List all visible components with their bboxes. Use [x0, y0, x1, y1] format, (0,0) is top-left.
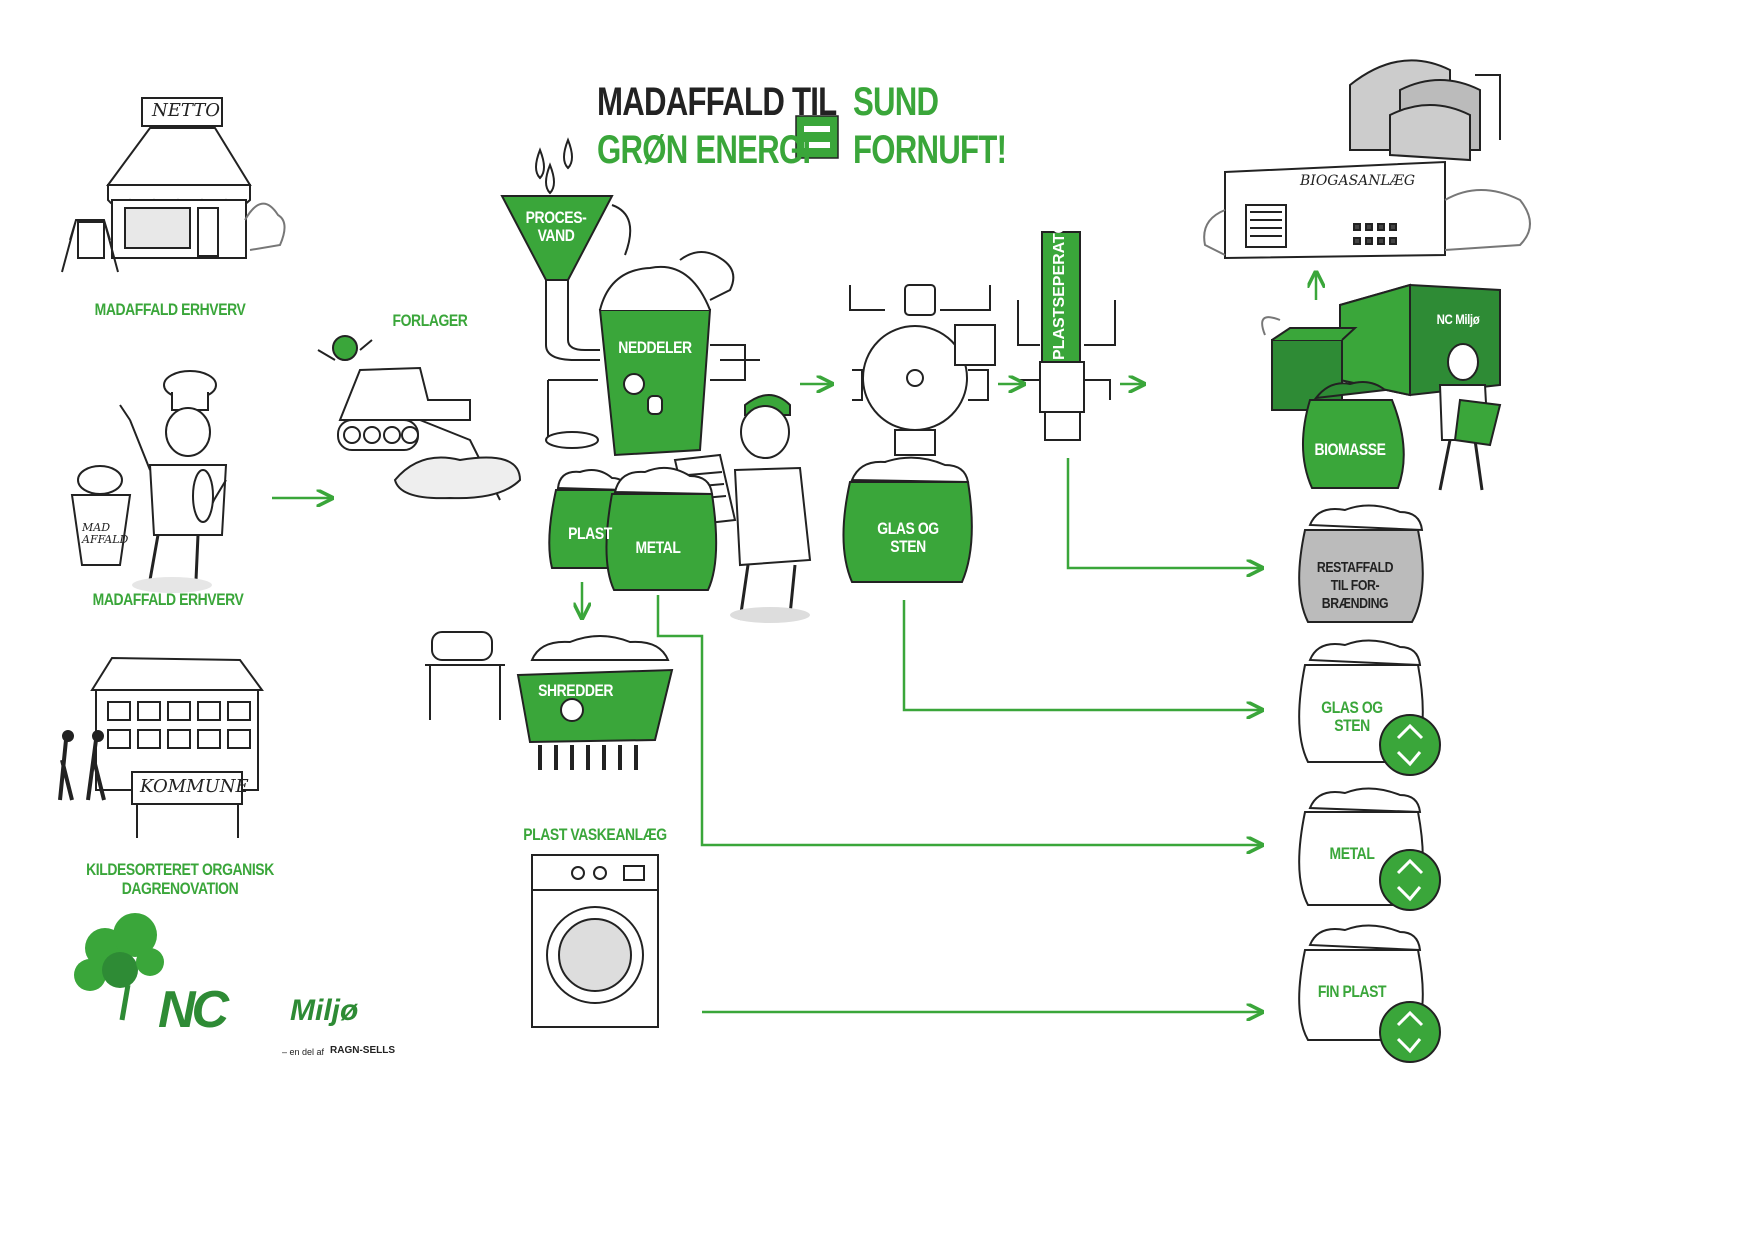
logo-brand-miljo: Miljø: [290, 994, 359, 1027]
kommune-label-2: DAGRENOVATION: [121, 879, 239, 898]
procesvand-label-1: PROCES-: [525, 208, 587, 227]
neddeler-machine: [545, 251, 760, 457]
restaffald-label-1: RESTAFFALD: [1316, 559, 1394, 576]
inspector-illustration: [1438, 343, 1502, 491]
title-line-3: SUND: [853, 80, 939, 124]
plast-vaskeanlaeg-label: PLAST VASKEANLÆG: [523, 825, 667, 844]
biomasse-label: BIOMASSE: [1314, 440, 1386, 459]
forlager-label: FORLAGER: [392, 311, 468, 330]
logo-parent: RAGN-SELLS: [330, 1045, 395, 1056]
plast-label: PLAST: [568, 524, 612, 543]
washing-machine: [531, 854, 659, 1028]
plastseperator-column: [1017, 231, 1116, 441]
diagram-drawing: [58, 59, 1531, 1063]
plastseperator-label: PLASTSEPERATOR: [1051, 209, 1068, 360]
title-line-4: FORNUFT!: [853, 128, 1007, 172]
store-label: MADAFFALD ERHVERV: [94, 300, 246, 319]
nc-miljo-tree-logo: [74, 913, 164, 1021]
finplast-output-label: FIN PLAST: [1317, 982, 1387, 1001]
chef-illustration: [70, 370, 228, 593]
kommune-building-illustration: [58, 656, 264, 838]
title-line-1: MADAFFALD TIL: [597, 80, 837, 124]
shredder-label: SHREDDER: [538, 681, 614, 700]
restaffald-sack: [1298, 504, 1424, 623]
glas-output-sack: [1298, 639, 1441, 776]
kommune-label-1: KILDESORTERET ORGANISK: [86, 860, 274, 879]
finplast-output-sack: [1298, 924, 1441, 1063]
glas-og-sten-label-2: STEN: [890, 537, 926, 556]
kommune-sign: KOMMUNE: [140, 776, 249, 797]
flow-arrows: [272, 272, 1316, 1012]
shredder-machine: [425, 631, 674, 770]
biogasanlaeg-plant: [1203, 59, 1531, 260]
recycle-icon: [1396, 723, 1424, 1054]
chef-label: MADAFFALD ERHVERV: [92, 590, 244, 609]
metal-output-sack: [1298, 787, 1441, 911]
container-brand: NC Miljø: [1436, 311, 1480, 327]
procesvand-label-2: VAND: [537, 226, 575, 245]
procesvand-funnel: [500, 137, 632, 361]
metal-label: METAL: [635, 538, 681, 557]
diagram-canvas: MADAFFALD TIL GRØN ENERGI SUND FORNUFT! …: [58, 59, 1531, 1063]
logo-brand-nc: NC: [158, 981, 229, 1039]
title-line-2: GRØN ENERGI: [597, 128, 811, 172]
restaffald-label-3: BRÆNDING: [1321, 595, 1389, 612]
netto-sign: NETTO: [152, 100, 220, 121]
glas-separator-machine: [842, 284, 996, 583]
restaffald-label-2: TIL FOR-: [1330, 577, 1380, 594]
netto-store-illustration: [61, 97, 286, 273]
glas-og-sten-label-1: GLAS OG: [877, 519, 939, 538]
bucket-text: MAD AFFALD: [82, 521, 129, 546]
neddeler-label: NEDDELER: [618, 338, 692, 357]
biomasse-sack: [1302, 381, 1405, 489]
metal-output-label: METAL: [1329, 844, 1375, 863]
logo-tagline: – en del af: [282, 1047, 325, 1057]
glas-output-label-2: STEN: [1334, 716, 1370, 735]
glas-output-label-1: GLAS OG: [1321, 698, 1383, 717]
title-equals-box: [795, 115, 839, 159]
bulldozer-illustration: [317, 335, 522, 501]
metal-sack: [605, 466, 718, 591]
biogasanlaeg-sign: BIOGASANLÆG: [1300, 173, 1416, 189]
